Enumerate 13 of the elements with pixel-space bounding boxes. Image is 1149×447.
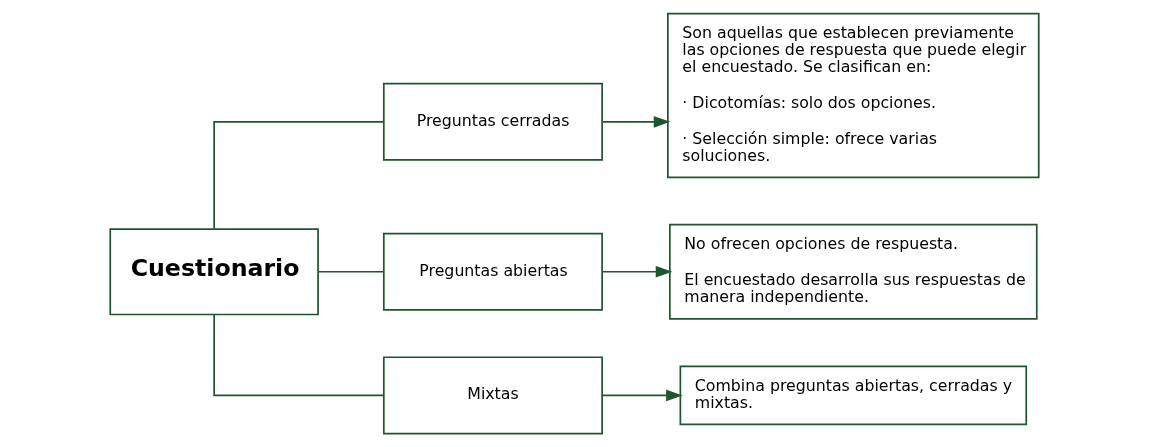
node-box: Cuestionario (109, 228, 319, 316)
connector (213, 313, 385, 397)
arrow (601, 389, 683, 402)
node-box: Preguntas abiertas (382, 232, 603, 311)
node-box: Combina preguntas abiertas, cerradas y mixtas. (679, 365, 1028, 426)
node-box: Preguntas cerradas (382, 82, 603, 161)
connector (213, 121, 385, 230)
node-box: Son aquellas que establecen previamente las opciones de respuesta que puede elegir el encuestado. Se clasifican en: · Dicotomías: solo dos opciones. · Selección simple: ofrece varias soluciones. (667, 12, 1040, 179)
connector (317, 270, 385, 273)
arrow (601, 116, 671, 128)
node-box: No ofrecen opciones de respuesta. El encuestado desarrolla sus respuestas de manera independiente. (669, 223, 1038, 320)
node-box: Mixtas (382, 356, 603, 435)
arrow (601, 265, 673, 278)
